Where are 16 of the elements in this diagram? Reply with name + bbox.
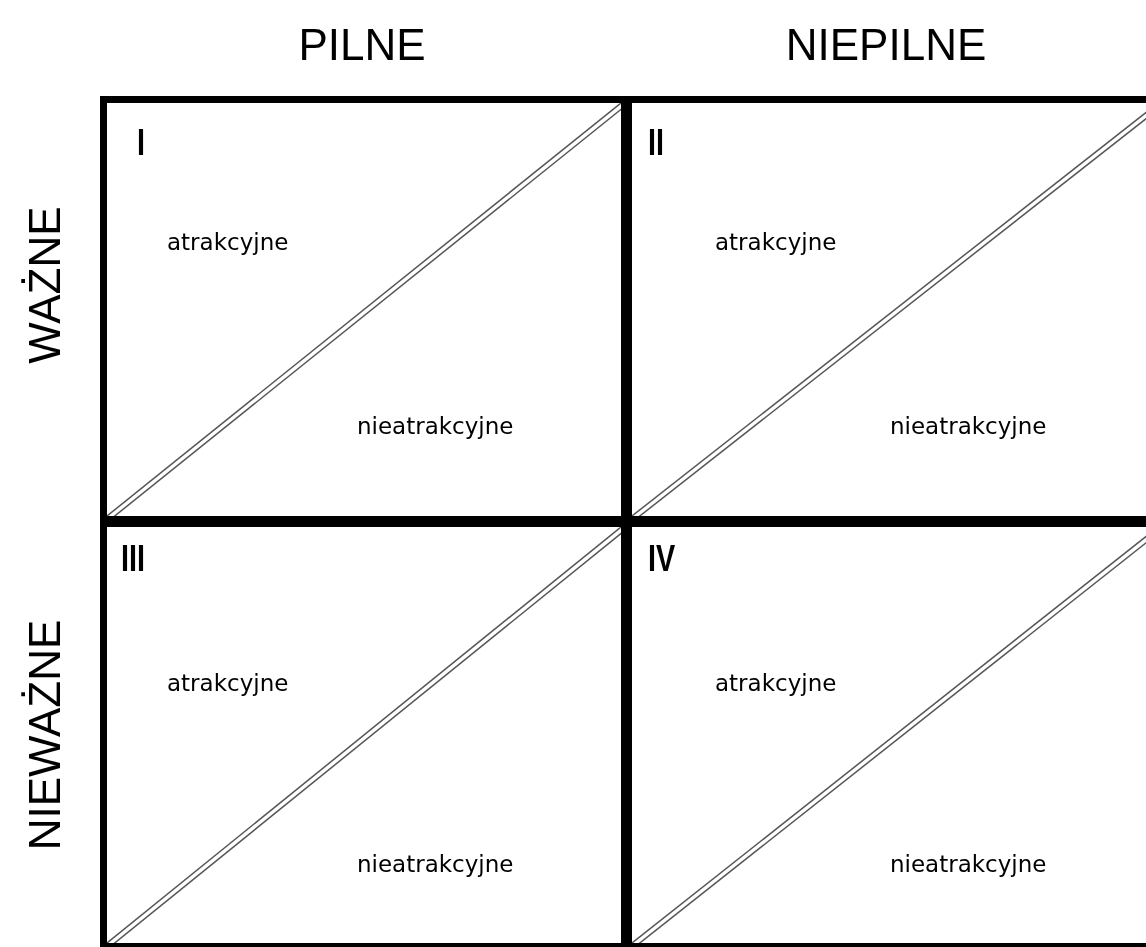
quadrant-number: III xyxy=(121,541,145,577)
quadrant-label: nieatrakcyjne xyxy=(890,415,1047,438)
column-header: PILNE xyxy=(298,23,426,67)
row-header: WAŻNE xyxy=(23,206,67,364)
quadrant-number: II xyxy=(648,125,664,161)
row-header: NIEWAŻNE xyxy=(23,619,67,851)
quadrant-label: nieatrakcyjne xyxy=(890,853,1047,876)
quadrant-label: atrakcyjne xyxy=(715,231,837,254)
quadrant-label: nieatrakcyjne xyxy=(357,853,514,876)
column-header: NIEPILNE xyxy=(785,23,987,67)
quadrant-label: nieatrakcyjne xyxy=(357,415,514,438)
quadrant-label: atrakcyjne xyxy=(167,231,289,254)
quadrant-label: atrakcyjne xyxy=(167,672,289,695)
quadrant-label: atrakcyjne xyxy=(715,672,837,695)
quadrant-number: IV xyxy=(648,541,676,577)
quadrant-number: I xyxy=(137,125,145,161)
